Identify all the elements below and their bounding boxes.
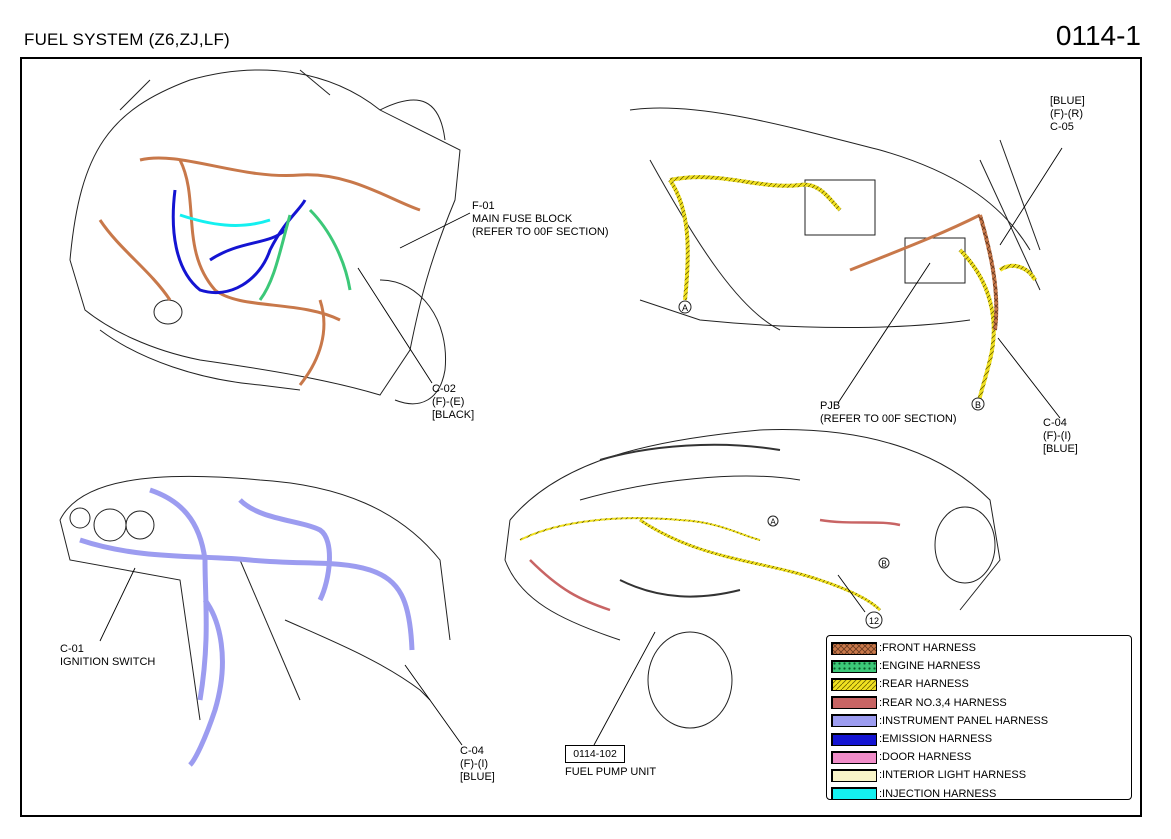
legend-item: :DOOR HARNESS [831, 748, 1127, 766]
fuel-pump-ref-link[interactable]: 0114-102 [565, 745, 625, 763]
callout-pjb: PJB (REFER TO 00F SECTION) [820, 400, 957, 425]
body-harness-wires [519, 443, 901, 612]
legend-label: :DOOR HARNESS [879, 751, 972, 764]
instrument-panel-harness-wires [79, 487, 415, 767]
marker-b-bottom: B [881, 560, 886, 569]
marker-a-top: A [682, 303, 688, 313]
legend-swatch [831, 750, 877, 764]
legend-swatch [831, 696, 877, 710]
page-number: 0114-1 [1055, 20, 1141, 51]
callout-fuel-pump-unit: FUEL PUMP UNIT [565, 766, 657, 778]
page-title: FUEL SYSTEM (Z6,ZJ,LF) [24, 30, 230, 49]
legend-swatch [831, 714, 877, 728]
callout-c04-right: C-04 (F)-(I) [BLUE] [1043, 417, 1078, 455]
legend-label: :REAR NO.3,4 HARNESS [879, 696, 1007, 709]
callout-c04-left: C-04 (F)-(I) [BLUE] [460, 745, 495, 783]
legend-swatch [831, 641, 877, 655]
callout-c01-ignition-switch: C-01 IGNITION SWITCH [60, 643, 156, 668]
callout-c05: [BLUE] (F)-(R) C-05 [1050, 95, 1085, 133]
legend-label: :INJECTION HARNESS [879, 787, 997, 800]
legend-swatch [831, 768, 877, 782]
legend-label: :FRONT HARNESS [879, 642, 976, 655]
legend-item: :REAR NO.3,4 HARNESS [831, 694, 1127, 712]
legend-item: :ENGINE HARNESS [831, 657, 1127, 675]
legend-label: :REAR HARNESS [879, 678, 969, 691]
legend-label: :EMISSION HARNESS [879, 733, 993, 746]
legend-swatch [831, 659, 877, 673]
callout-c02: C-02 (F)-(E) [BLACK] [432, 383, 475, 421]
leader-lines [99, 147, 1063, 746]
legend-label: :INTERIOR LIGHT HARNESS [879, 769, 1027, 782]
marker-b-top: B [975, 400, 981, 410]
legend-swatch [831, 732, 877, 746]
cabin-pjb-illustration [629, 107, 1041, 331]
diagram-frame [20, 57, 1142, 817]
legend-item: :INJECTION HARNESS [831, 785, 1127, 803]
harness-legend: :FRONT HARNESS :ENGINE HARNESS :REAR HARNE… [826, 635, 1132, 803]
legend-item: :INSTRUMENT PANEL HARNESS [831, 712, 1127, 730]
legend-label: :ENGINE HARNESS [879, 660, 981, 673]
legend-item: :EMISSION HARNESS [831, 730, 1127, 748]
legend-swatch [831, 787, 877, 801]
marker-12: 12 [869, 616, 879, 626]
legend-item: :FRONT HARNESS [831, 639, 1127, 657]
instrument-panel-illustration [59, 475, 451, 721]
legend-swatch [831, 677, 877, 691]
engine-harness-wires [98, 156, 421, 386]
marker-a-bottom: A [770, 518, 776, 527]
legend-item: :INTERIOR LIGHT HARNESS [831, 766, 1127, 784]
callout-f01-main-fuse-block: F-01 MAIN FUSE BLOCK (REFER TO 00F SECTI… [472, 200, 609, 238]
legend-label: :INSTRUMENT PANEL HARNESS [879, 714, 1049, 727]
car-body-illustration [504, 429, 1001, 729]
legend-item: :REAR HARNESS [831, 675, 1127, 693]
engine-bay-illustration [69, 69, 461, 405]
rear-harness-wires [668, 175, 1037, 406]
